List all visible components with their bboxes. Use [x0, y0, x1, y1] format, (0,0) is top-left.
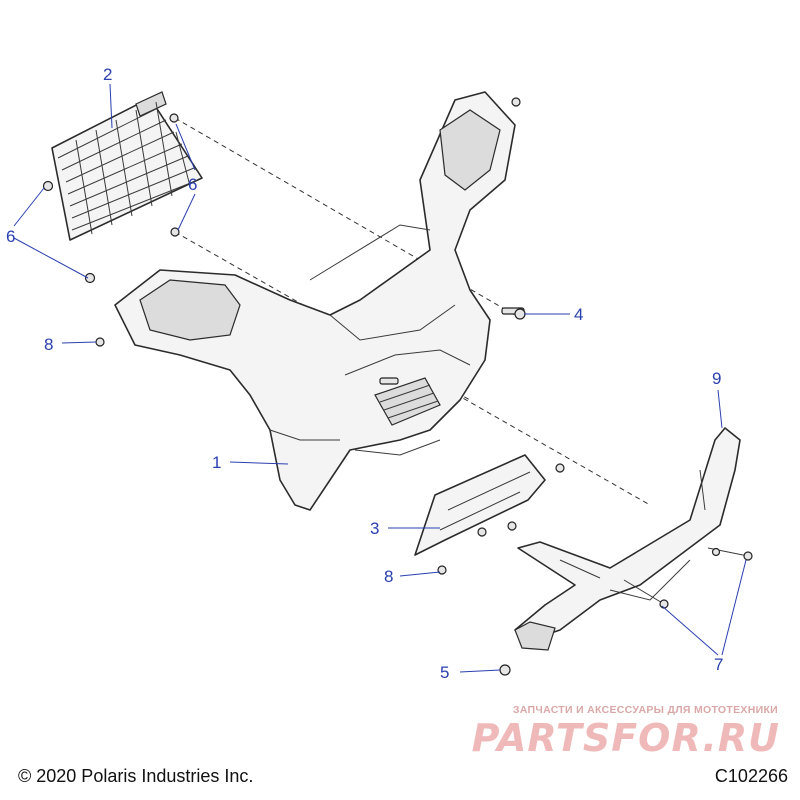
callout-9: 9: [712, 369, 721, 388]
plug-icon: [499, 664, 511, 676]
bolt-head-icon: [659, 599, 669, 609]
watermark-tagline: ЗАПЧАСТИ И АКСЕССУАРЫ ДЛЯ МОТОТЕХНИКИ: [512, 704, 778, 716]
callout-6-right: 6: [188, 175, 197, 194]
callout-7: 7: [714, 655, 723, 674]
clip-icon: [95, 337, 105, 347]
clip-icon: [477, 527, 487, 537]
nut-icon: [42, 180, 54, 192]
grille-screen: [51, 91, 203, 241]
callout-4: 4: [574, 305, 583, 324]
bolt-icon: [623, 579, 665, 605]
nut-icon: [84, 272, 96, 284]
bolt-head-icon: [514, 308, 526, 320]
callout-8-top: 8: [44, 335, 53, 354]
callout-1: 1: [212, 453, 221, 472]
callout-2: 2: [103, 65, 112, 84]
clip-icon: [507, 521, 517, 531]
watermark-logo: PARTSFOR.RU: [471, 716, 780, 760]
clip-icon: [511, 97, 521, 107]
skid-plate: [414, 454, 546, 556]
clip-icon: [555, 463, 565, 473]
callout-leaders: [13, 83, 747, 673]
nut-icon: [170, 227, 180, 237]
callout-3: 3: [370, 519, 379, 538]
front-cab: [114, 91, 516, 511]
bolt-head-icon: [743, 551, 753, 561]
front-bumper: [514, 427, 741, 651]
nut-icon: [169, 113, 179, 123]
callout-8-bottom: 8: [384, 567, 393, 586]
bolt-icon: [379, 377, 399, 385]
callout-6-left: 6: [6, 227, 15, 246]
callout-5: 5: [440, 663, 449, 682]
figure-code: C102266: [714, 766, 788, 786]
copyright-text: © 2020 Polaris Industries Inc.: [18, 766, 254, 786]
clip-icon: [437, 565, 447, 575]
callout-labels: 1 2 3 4 5 6 6 7 8 8 9: [6, 65, 723, 682]
washer-icon: [711, 547, 721, 557]
bumper-mesh: [374, 377, 441, 426]
grille-mesh: [57, 101, 199, 235]
